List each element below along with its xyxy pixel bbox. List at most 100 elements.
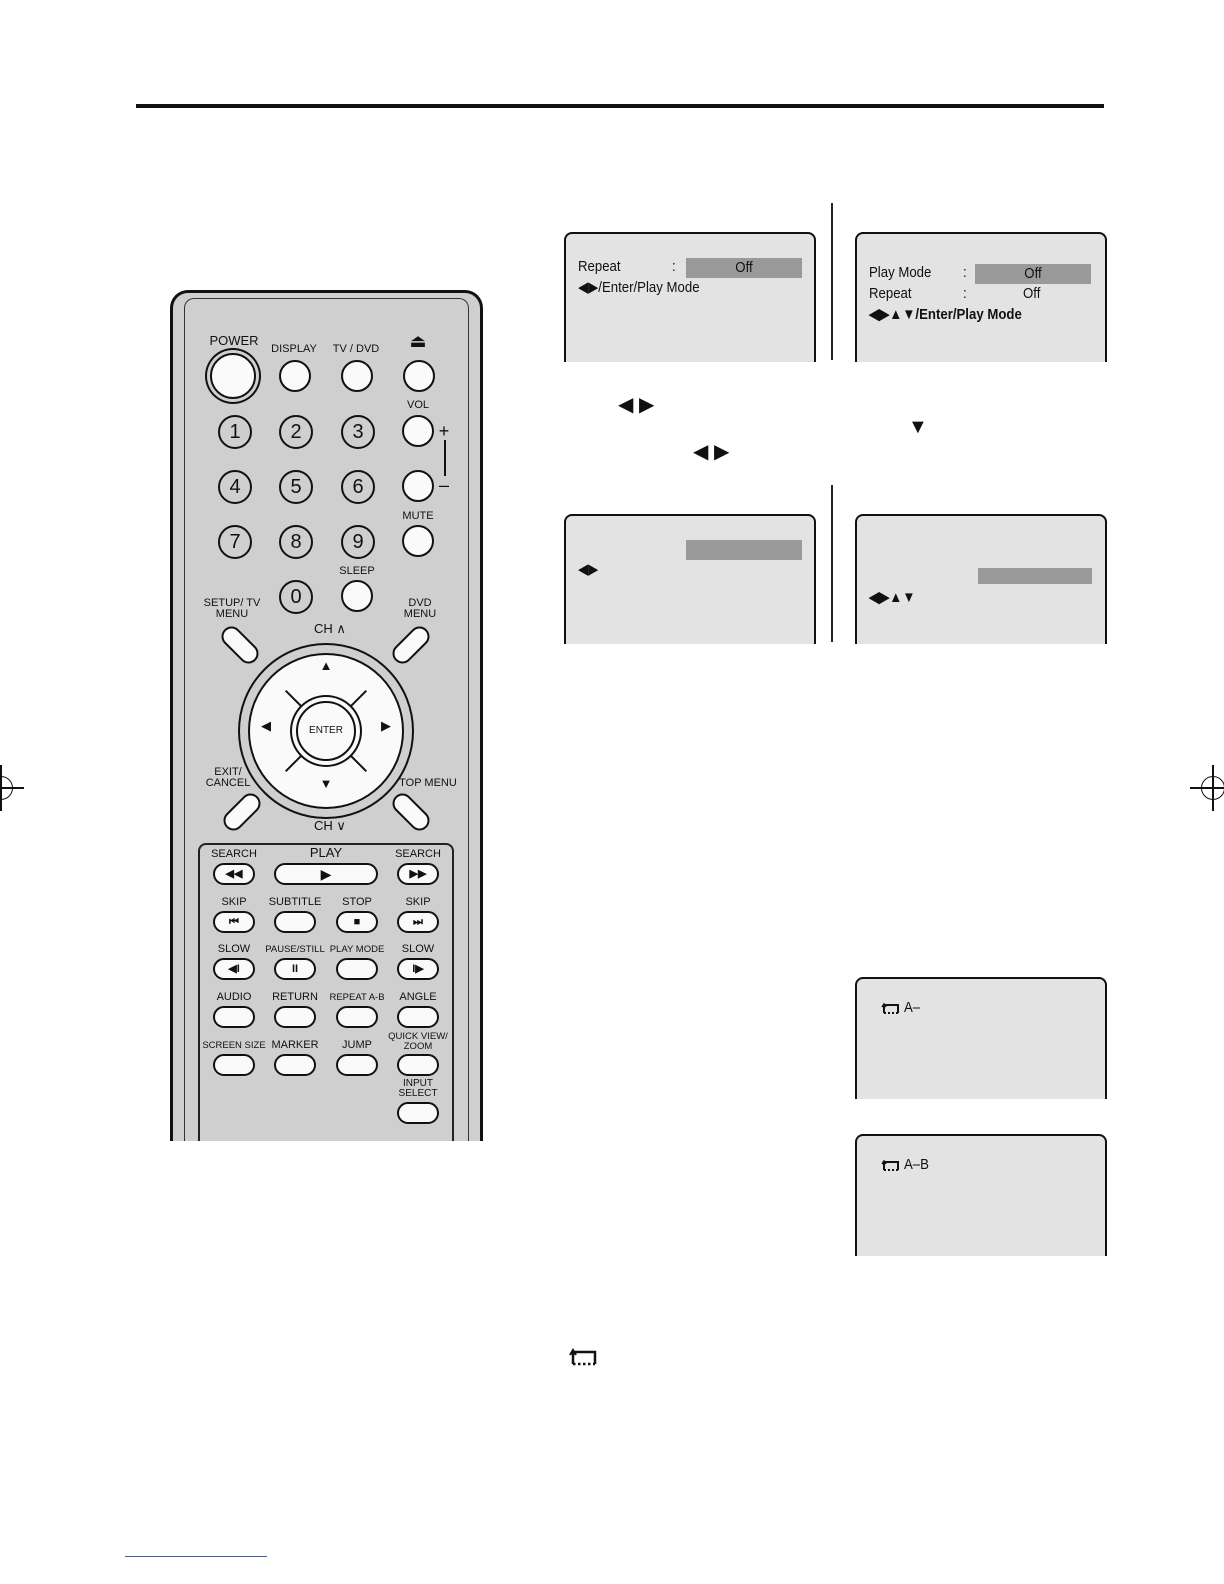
input-select-button[interactable] xyxy=(397,1102,439,1124)
display-label: DISPLAY xyxy=(271,343,317,355)
dpad-up-button[interactable]: ▲ xyxy=(319,658,333,673)
header-rule xyxy=(136,104,1104,108)
power-label: POWER xyxy=(209,333,259,348)
skip-forward-icon: ⏭ xyxy=(413,916,423,928)
osd-screen-4-hint: ◀▶▲▼ xyxy=(869,589,916,606)
osd-screen-playmode: Play Mode : Off Repeat : Off ◀▶▲▼/Enter/… xyxy=(855,232,1107,362)
tvdvd-label: TV / DVD xyxy=(332,343,380,355)
skip-back-label: SKIP xyxy=(221,896,247,908)
dpad-right-button[interactable]: ▶ xyxy=(381,718,391,733)
repeat-ab-label: REPEAT A-B xyxy=(329,992,385,1003)
pause-still-label: PAUSE/STILL xyxy=(265,944,325,955)
osd-screen-3-hint: ◀▶ xyxy=(578,561,599,578)
angle-button[interactable] xyxy=(397,1006,439,1028)
repeat-ab-button[interactable] xyxy=(336,1006,378,1028)
osd-playmode-repeat-label: Repeat xyxy=(869,285,912,302)
digit-7-button[interactable]: 7 xyxy=(218,525,252,559)
digit-2-button[interactable]: 2 xyxy=(279,415,313,449)
osd-playmode-label: Play Mode xyxy=(869,264,932,281)
dpad-down-button[interactable]: ▼ xyxy=(319,776,333,791)
slow-fwd-button[interactable]: I▶ xyxy=(397,958,439,980)
display-button[interactable] xyxy=(279,360,311,392)
osd-screen-3-highlight xyxy=(686,540,802,560)
skip-back-button[interactable]: ⏮ xyxy=(213,911,255,933)
vol-label: VOL xyxy=(406,399,430,411)
osd-screen-repeat-a: A– xyxy=(855,977,1107,1099)
vol-bracket xyxy=(444,440,446,476)
vol-down-button[interactable] xyxy=(402,470,434,502)
play-label: PLAY xyxy=(309,845,343,860)
transport-panel xyxy=(198,843,454,1141)
slow-back-button[interactable]: ◀I xyxy=(213,958,255,980)
exit-cancel-label: EXIT/ CANCEL xyxy=(205,766,251,789)
play-button[interactable]: ▶ xyxy=(274,863,378,885)
top-menu-label: TOP MENU xyxy=(399,777,457,789)
osd-repeat-label: Repeat xyxy=(578,258,621,275)
enter-label: ENTER xyxy=(309,725,343,736)
column-divider-top xyxy=(831,203,833,360)
digit-4-label: 4 xyxy=(218,470,252,504)
osd-screen-repeat-ab: A–B xyxy=(855,1134,1107,1256)
jump-label: JUMP xyxy=(342,1039,372,1051)
digit-5-label: 5 xyxy=(279,470,313,504)
remote-control: POWER DISPLAY TV / DVD ⏏ 1 2 3 4 5 6 7 8… xyxy=(170,290,483,1141)
search-fwd-button[interactable]: ▶▶ xyxy=(397,863,439,885)
search-back-button[interactable]: ◀◀ xyxy=(213,863,255,885)
digit-7-label: 7 xyxy=(218,525,252,559)
mute-label: MUTE xyxy=(402,510,434,522)
pause-icon: II xyxy=(291,963,299,975)
digit-3-button[interactable]: 3 xyxy=(341,415,375,449)
marker-button[interactable] xyxy=(274,1054,316,1076)
mute-button[interactable] xyxy=(402,525,434,557)
marker-label: MARKER xyxy=(271,1039,319,1051)
power-button[interactable] xyxy=(210,353,256,399)
osd-repeat-a-label: A– xyxy=(904,999,921,1016)
digit-5-button[interactable]: 5 xyxy=(279,470,313,504)
osd-repeat-value-highlight: Off xyxy=(686,258,802,278)
play-mode-label: PLAY MODE xyxy=(329,944,385,955)
input-select-label: INPUT SELECT xyxy=(398,1078,438,1099)
vol-up-button[interactable] xyxy=(402,415,434,447)
osd-screen-repeat: Repeat : Off ◀▶/Enter/Play Mode xyxy=(564,232,816,362)
subtitle-button[interactable] xyxy=(274,911,316,933)
return-button[interactable] xyxy=(274,1006,316,1028)
quick-view-zoom-label: QUICK VIEW/ ZOOM xyxy=(388,1031,448,1052)
pause-still-button[interactable]: II xyxy=(274,958,316,980)
play-mode-button[interactable] xyxy=(336,958,378,980)
screen-size-button[interactable] xyxy=(213,1054,255,1076)
digit-6-button[interactable]: 6 xyxy=(341,470,375,504)
instruction-left-right-arrows-1: ◀ ▶ xyxy=(618,394,655,416)
repeat-ab-icon xyxy=(881,1002,899,1014)
footer-link-rule xyxy=(125,1556,267,1557)
eject-button[interactable] xyxy=(403,360,435,392)
digit-0-button[interactable]: 0 xyxy=(279,580,313,614)
stop-label: STOP xyxy=(342,896,372,908)
setup-menu-label: SETUP/ TV MENU xyxy=(203,597,261,620)
slow-back-label: SLOW xyxy=(217,943,251,955)
osd-repeat-hint: ◀▶/Enter/Play Mode xyxy=(578,279,700,296)
sleep-button[interactable] xyxy=(341,580,373,612)
digit-3-label: 3 xyxy=(341,415,375,449)
dvd-menu-label: DVD MENU xyxy=(403,597,437,620)
osd-playmode-repeat-colon: : xyxy=(963,285,967,302)
enter-button[interactable]: ENTER xyxy=(296,701,356,761)
jump-button[interactable] xyxy=(336,1054,378,1076)
digit-1-label: 1 xyxy=(218,415,252,449)
skip-back-icon: ⏮ xyxy=(229,916,239,928)
osd-repeat-colon: : xyxy=(672,258,676,275)
digit-4-button[interactable]: 4 xyxy=(218,470,252,504)
digit-9-button[interactable]: 9 xyxy=(341,525,375,559)
stop-button[interactable]: ■ xyxy=(336,911,378,933)
dpad-left-button[interactable]: ◀ xyxy=(261,718,271,733)
tvdvd-button[interactable] xyxy=(341,360,373,392)
instruction-down-arrow: ▼ xyxy=(908,416,928,438)
skip-fwd-button[interactable]: ⏭ xyxy=(397,911,439,933)
stop-icon: ■ xyxy=(353,916,361,928)
digit-8-button[interactable]: 8 xyxy=(279,525,313,559)
registration-mark-left xyxy=(0,765,24,811)
quick-view-zoom-button[interactable] xyxy=(397,1054,439,1076)
digit-1-button[interactable]: 1 xyxy=(218,415,252,449)
audio-button[interactable] xyxy=(213,1006,255,1028)
search-back-label: SEARCH xyxy=(211,848,257,860)
angle-label: ANGLE xyxy=(399,991,437,1003)
